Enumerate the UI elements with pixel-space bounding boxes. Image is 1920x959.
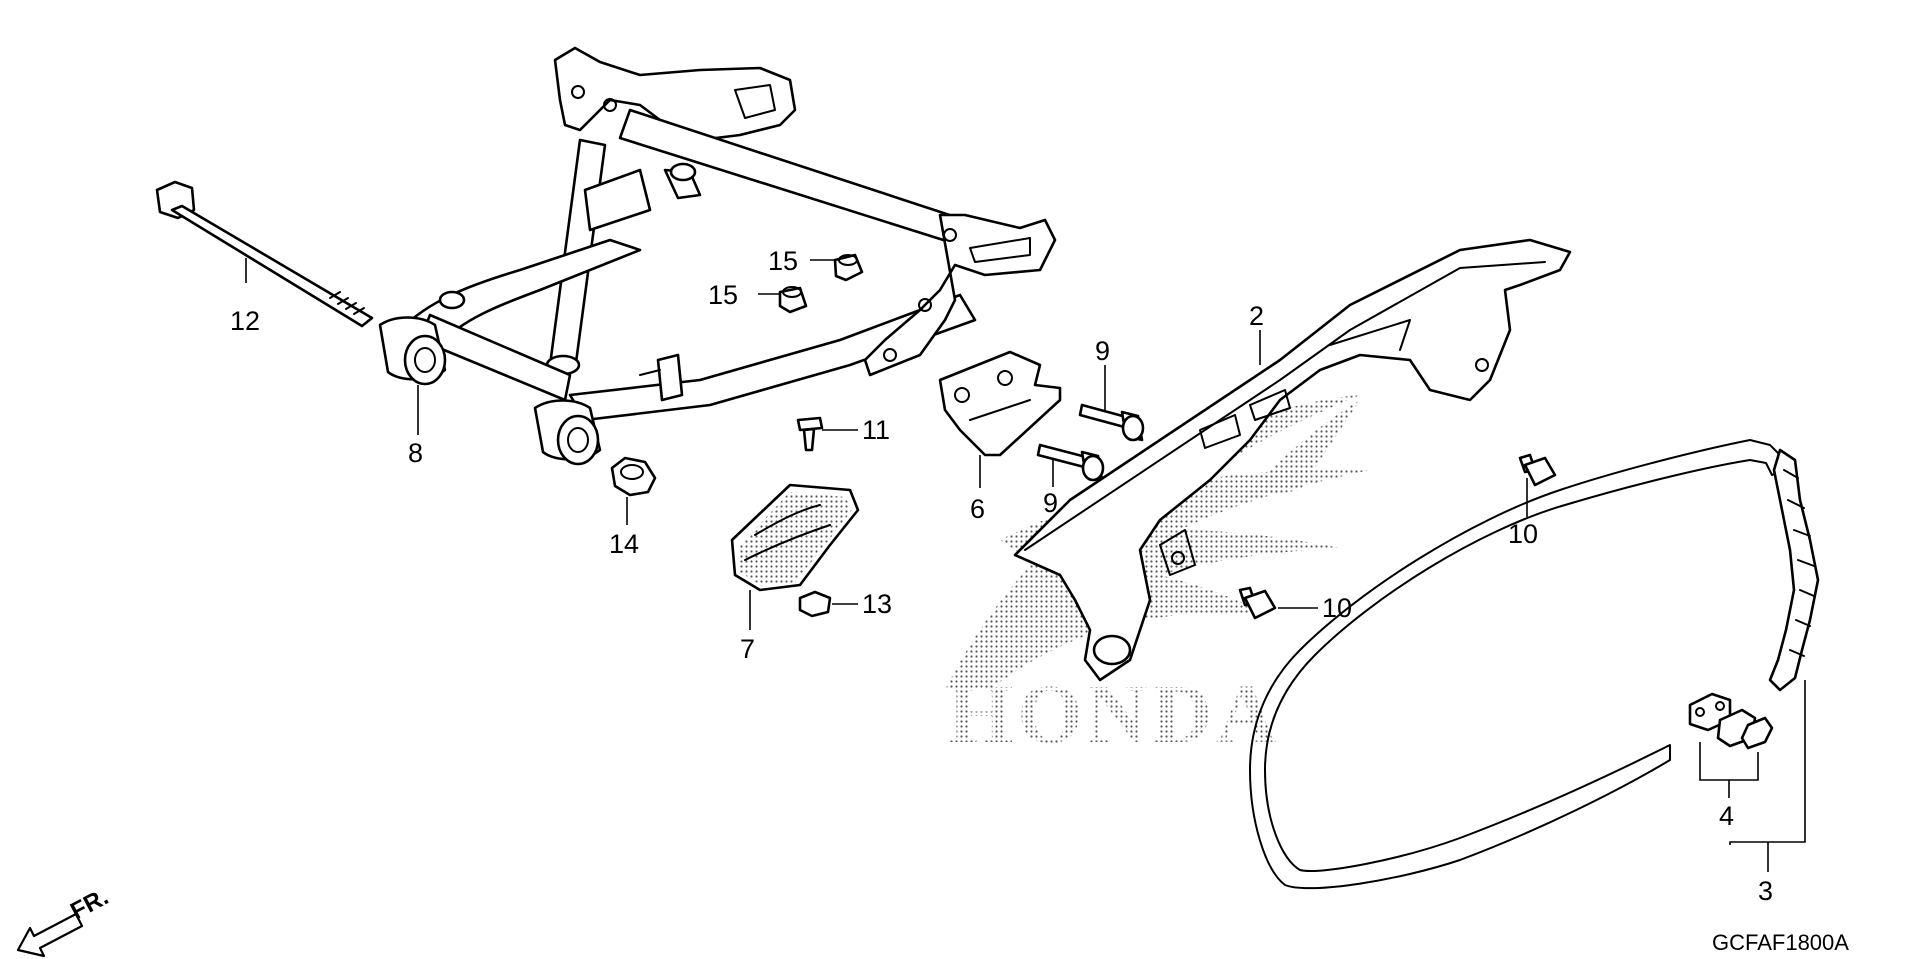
- rubber-bushings: [778, 253, 864, 314]
- leader-lines: [245, 258, 1806, 872]
- callout-2: 2: [1249, 301, 1264, 331]
- callout-3: 3: [1758, 876, 1773, 906]
- drawing-code: GCFAF1800A: [1712, 930, 1849, 955]
- callout-9a: 9: [1095, 336, 1110, 366]
- drive-chain: [1249, 439, 1820, 890]
- callout-14: 14: [609, 529, 639, 559]
- callout-11: 11: [862, 415, 890, 445]
- forward-direction-indicator: FR.: [16, 883, 113, 958]
- bolt-11: [796, 416, 824, 452]
- pivot-bolt: [155, 180, 374, 328]
- watermark-text: HONDA: [948, 668, 1281, 761]
- callout-labels: 2 3 4 6 7 8 9 9 10 10 11 12 13 14 15 15: [230, 246, 1773, 906]
- master-link: [1688, 692, 1774, 750]
- callout-10b: 10: [1322, 593, 1352, 623]
- callout-7: 7: [740, 634, 755, 664]
- callout-15b: 15: [708, 280, 738, 310]
- forward-arrow-icon: [16, 912, 84, 958]
- chain-guide-plate: [938, 350, 1062, 457]
- callout-4: 4: [1719, 801, 1734, 831]
- callout-10a: 10: [1508, 519, 1538, 549]
- callout-6: 6: [970, 494, 985, 524]
- swingarm: [378, 46, 1057, 466]
- chain-slider: [730, 483, 860, 592]
- callout-8: 8: [408, 438, 423, 468]
- callout-15a: 15: [768, 246, 798, 276]
- chain-case: [1013, 238, 1572, 682]
- nut-13: [798, 590, 832, 618]
- callout-13: 13: [862, 589, 892, 619]
- callout-9b: 9: [1043, 488, 1058, 518]
- callout-12: 12: [230, 306, 260, 336]
- flange-bolts-10: [1238, 453, 1557, 620]
- pivot-nut: [610, 456, 657, 497]
- flange-bolts-9: [1036, 403, 1145, 482]
